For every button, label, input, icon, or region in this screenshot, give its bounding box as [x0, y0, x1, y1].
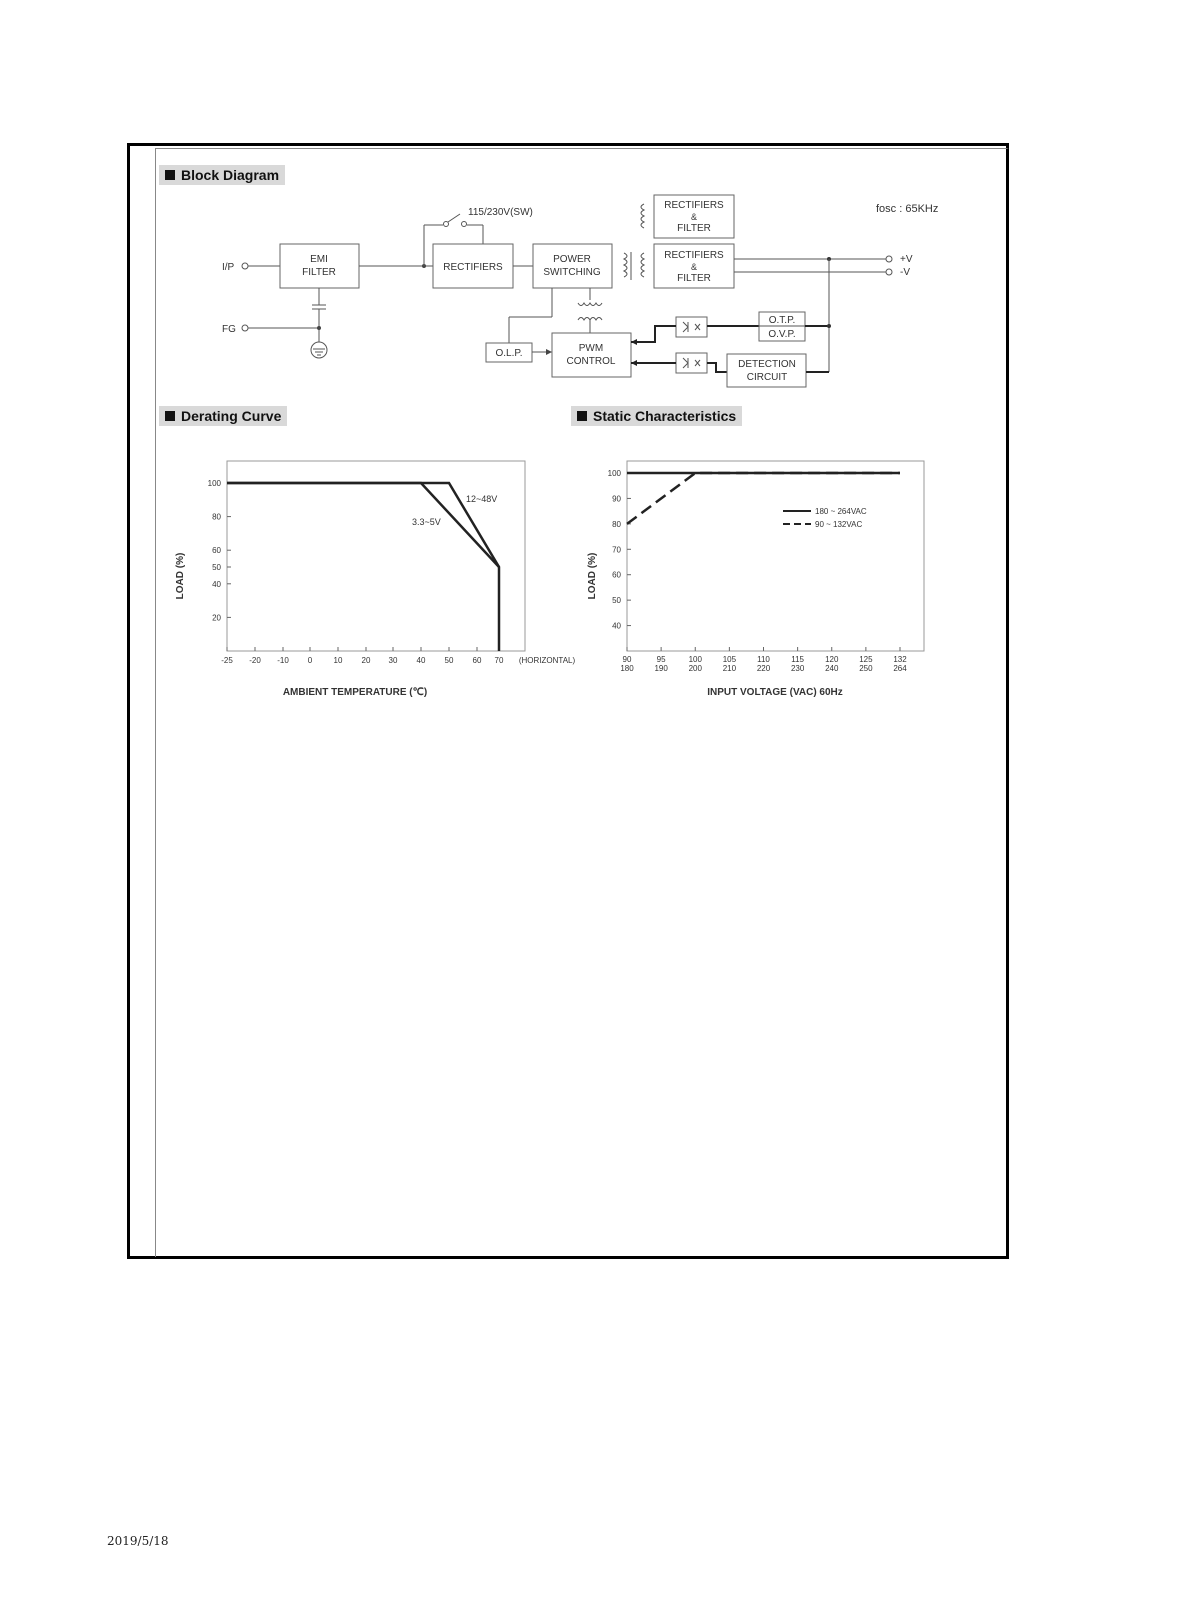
- rf-top-label-2: &: [691, 212, 697, 222]
- transformer-aux-icon: [640, 203, 646, 229]
- ground-icon: [310, 341, 328, 359]
- minus-v-label: -V: [900, 267, 910, 278]
- det-label-2: CIRCUIT: [747, 372, 788, 383]
- optocoupler-top-icon: [675, 316, 708, 338]
- ip-label: I/P: [222, 262, 235, 273]
- ip-terminal: [241, 262, 249, 270]
- pwm-control-box: [551, 332, 632, 378]
- emi-label-1: EMI: [310, 254, 328, 265]
- rf-top-label-3: FILTER: [677, 223, 711, 234]
- pwm-label-2: CONTROL: [567, 356, 616, 367]
- section-title-block-diagram: Block Diagram: [159, 165, 286, 185]
- transformer-primary-icon: [622, 252, 628, 278]
- minus-v-terminal: [885, 268, 893, 276]
- olp-label: O.L.P.: [495, 348, 522, 359]
- optocoupler-bottom-icon: [675, 352, 708, 374]
- fosc-label: fosc : 65KHz: [876, 203, 938, 215]
- ovp-label: O.V.P.: [768, 329, 795, 340]
- det-label-1: DETECTION: [738, 359, 796, 370]
- otp-label: O.T.P.: [769, 315, 796, 326]
- rf-top-label-1: RECTIFIERS: [664, 200, 724, 211]
- power-switching-box: [532, 243, 613, 289]
- plus-v-terminal: [885, 255, 893, 263]
- section-title-static-characteristics: Static Characteristics: [571, 406, 743, 426]
- pwm-label-1: PWM: [579, 343, 603, 354]
- transformer-secondary-icon: [640, 252, 646, 278]
- block-diagram: fosc : 65KHz I/P EMI FILTER FG 115/230V(…: [222, 194, 938, 388]
- content-frame: [155, 148, 1009, 1257]
- switch-label: 115/230V(SW): [468, 207, 533, 218]
- feedback-coil-top-icon: [577, 302, 603, 306]
- rf-mid-label-3: FILTER: [677, 273, 711, 284]
- emi-filter-box: [279, 243, 360, 289]
- detection-circuit-box: [726, 353, 807, 388]
- rf-mid-label-1: RECTIFIERS: [664, 250, 724, 261]
- footer-date: 2019/5/18: [107, 1534, 169, 1548]
- emi-label-2: FILTER: [302, 267, 336, 278]
- rf-mid-label-2: &: [691, 262, 697, 272]
- rectifiers-box: [432, 243, 514, 289]
- feedback-coil-bottom-icon: [577, 317, 603, 321]
- plus-v-label: +V: [900, 254, 913, 265]
- rectifiers-label: RECTIFIERS: [443, 262, 503, 273]
- ps-label-1: POWER: [553, 254, 591, 265]
- rectifiers-filter-top-box: [653, 194, 735, 239]
- rectifiers-filter-mid-box: [653, 243, 735, 289]
- section-title-derating-curve: Derating Curve: [159, 406, 288, 426]
- fg-terminal: [241, 324, 249, 332]
- ps-label-2: SWITCHING: [543, 267, 600, 278]
- fg-label: FG: [222, 324, 236, 335]
